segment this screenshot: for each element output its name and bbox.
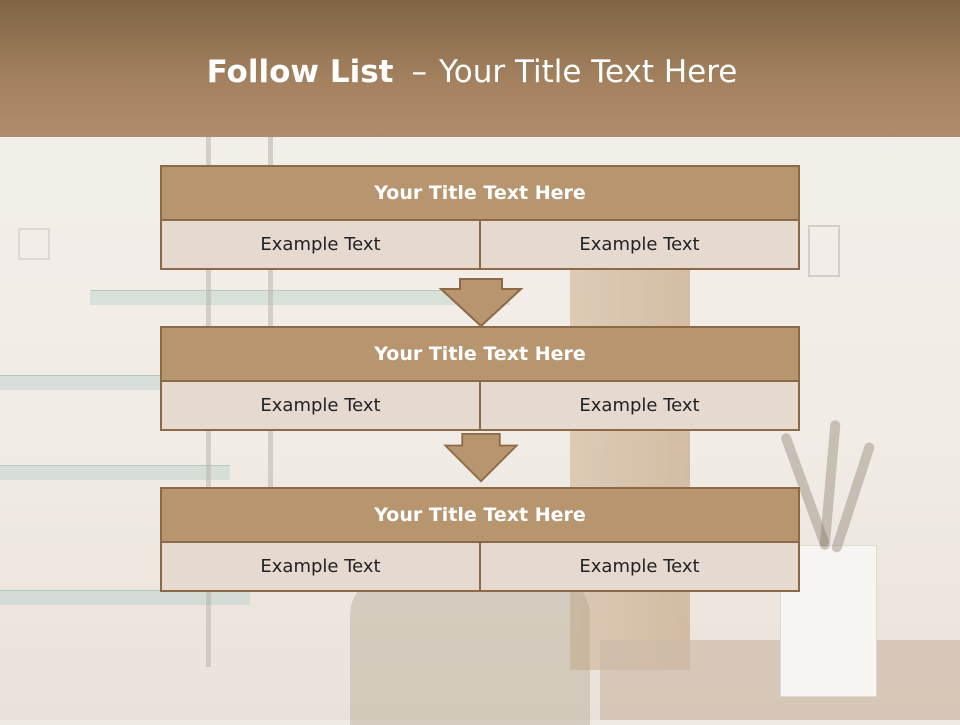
header-band: Follow List–Your Title Text Here xyxy=(0,0,960,137)
background-door xyxy=(570,250,690,670)
flow-block-1: Your Title Text Here Example Text Exampl… xyxy=(160,165,800,270)
flow-block-2: Your Title Text Here Example Text Exampl… xyxy=(160,326,800,431)
background-shelf xyxy=(0,590,250,605)
flow-block-row: Example Text Example Text xyxy=(160,221,800,270)
flow-block-title: Your Title Text Here xyxy=(160,165,800,221)
background-basket xyxy=(350,575,590,725)
background-shelf xyxy=(0,375,170,390)
slide-title: Follow List–Your Title Text Here xyxy=(0,54,944,90)
down-arrow-icon xyxy=(443,433,519,483)
flow-block-cell: Example Text xyxy=(481,221,800,270)
flow-block-cell: Example Text xyxy=(160,382,481,431)
flow-block-cell: Example Text xyxy=(160,221,481,270)
flow-block-3: Your Title Text Here Example Text Exampl… xyxy=(160,487,800,592)
flow-block-cell: Example Text xyxy=(481,382,800,431)
down-arrow-icon xyxy=(438,278,524,328)
slide-title-dash: – xyxy=(411,54,427,90)
background-shelf xyxy=(0,465,230,480)
flow-block-title: Your Title Text Here xyxy=(160,326,800,382)
background-shelf xyxy=(90,290,510,305)
flow-block-row: Example Text Example Text xyxy=(160,543,800,592)
flow-block-row: Example Text Example Text xyxy=(160,382,800,431)
background-light-switch xyxy=(18,228,50,260)
flow-block-title: Your Title Text Here xyxy=(160,487,800,543)
background-wall-lamp xyxy=(808,225,840,277)
slide-title-bold: Follow List xyxy=(206,54,394,90)
slide-title-rest: Your Title Text Here xyxy=(438,54,738,90)
flow-block-cell: Example Text xyxy=(160,543,481,592)
flow-block-cell: Example Text xyxy=(481,543,800,592)
